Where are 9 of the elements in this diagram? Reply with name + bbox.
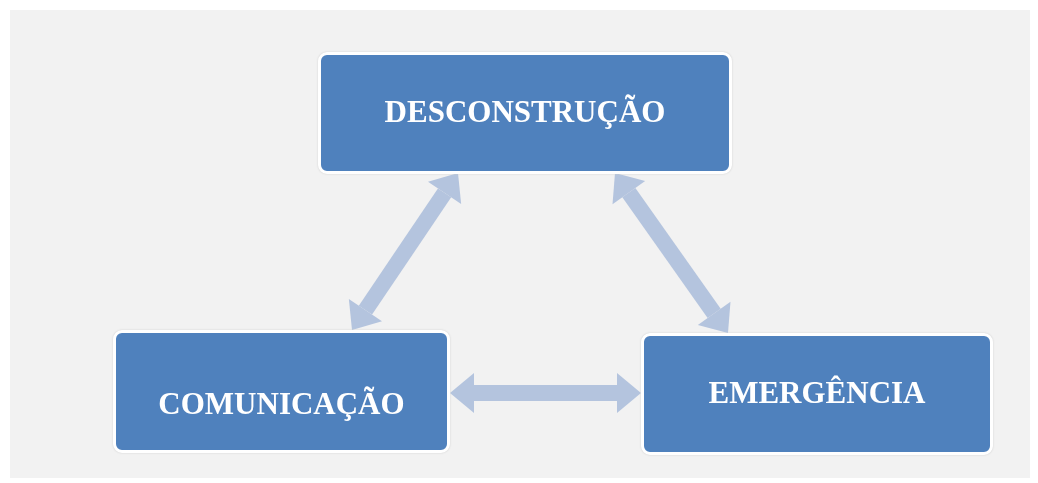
process-box (113, 330, 450, 453)
double-arrow (348, 173, 462, 330)
box-label: EMERGÊNCIA (707, 375, 927, 411)
box-label: DESCONSTRUÇÃO (383, 94, 667, 130)
double-arrow (612, 173, 731, 333)
box-label: COMUNICAÇÃO (157, 386, 406, 422)
process-box (641, 333, 993, 455)
process-box (318, 52, 732, 174)
double-arrow (450, 373, 641, 413)
